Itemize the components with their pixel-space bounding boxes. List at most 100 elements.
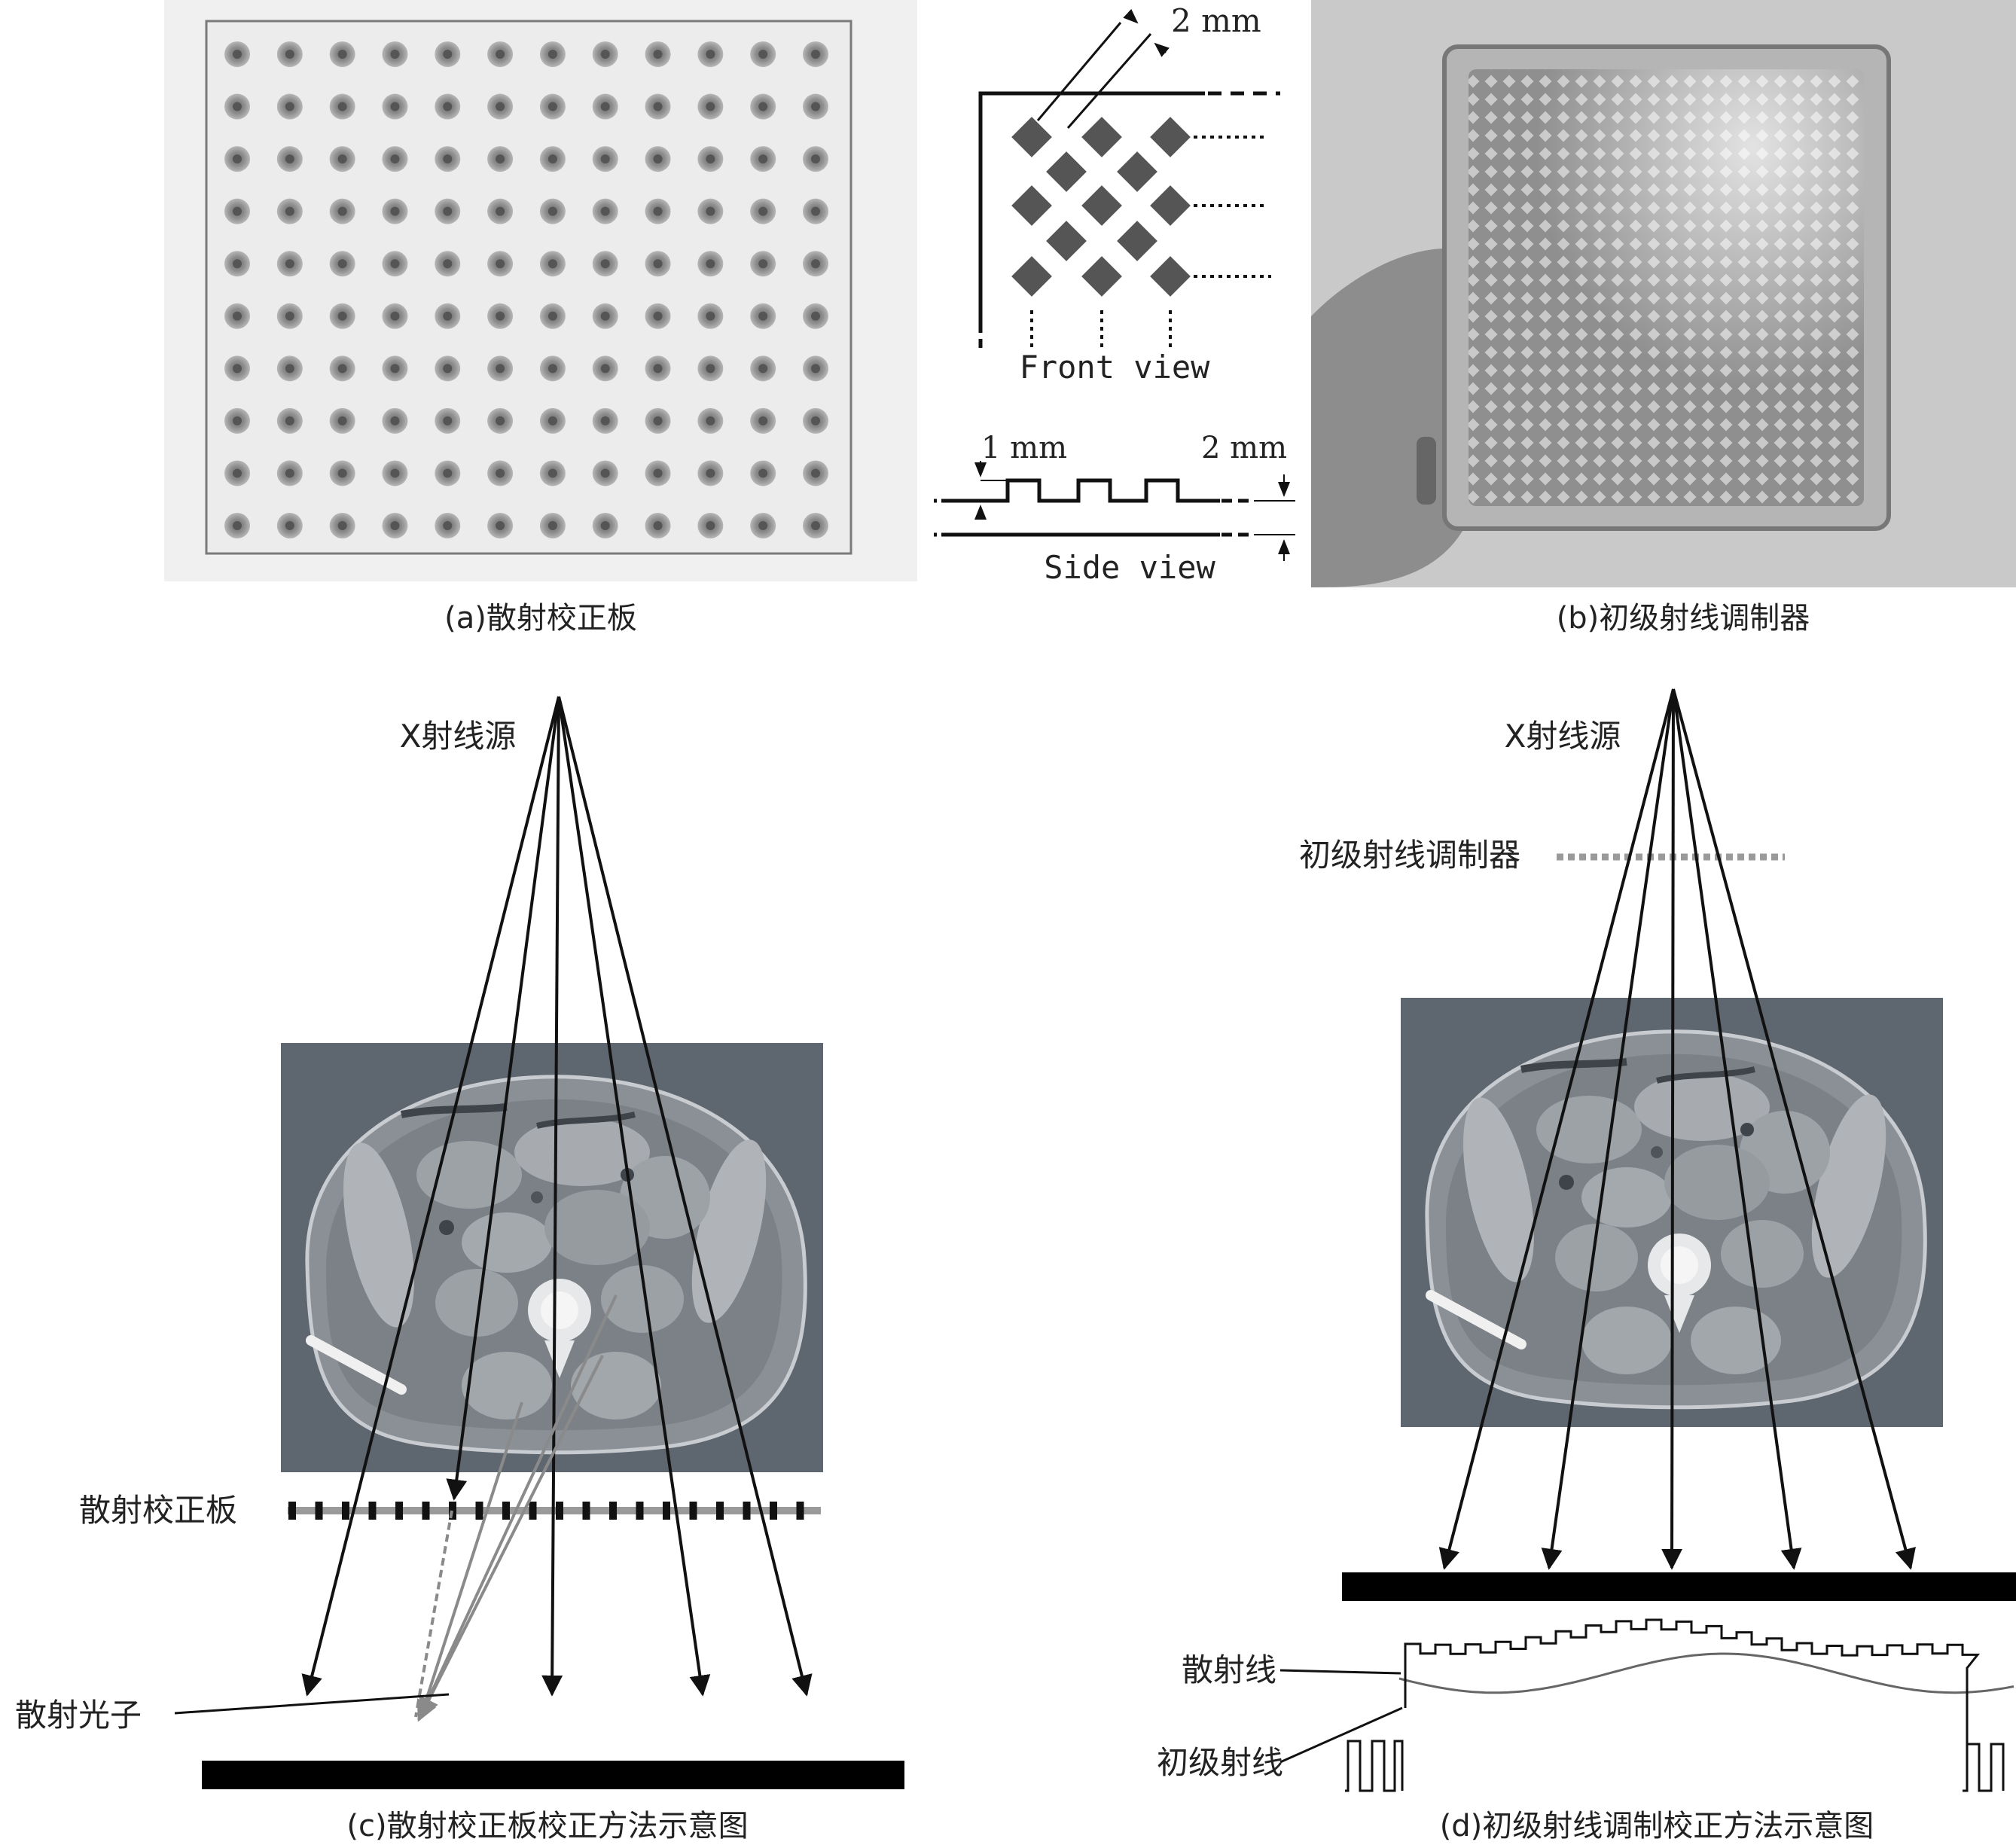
scatter-plate-blocker (743, 1502, 751, 1520)
scatter-plate-dot-center (600, 311, 610, 321)
panel-c: X射线源 散射校正板 散射光子 (c)散射校正板校正方法示意图 (15, 696, 904, 1843)
scatter-plate-blocker (663, 1502, 670, 1520)
scatter-plate-dot-center (337, 102, 347, 111)
scatter-plate-dot-center (337, 311, 347, 321)
dim-side-right-label: 2 mm (1201, 431, 1287, 465)
scatter-plate-dot-center (496, 468, 505, 478)
scatter-plate-dot-center (496, 206, 505, 216)
scatter-plate-dot-center (706, 521, 715, 530)
d-ray-2 (1541, 688, 1675, 1570)
d-primary-pulses-left (1345, 1740, 1404, 1792)
modulator-diamond (1081, 185, 1122, 226)
panel-b-photo: (b)初级射线调制器 (1311, 0, 2016, 636)
scatter-plate-dot-center (547, 102, 557, 111)
c-scatter-ray-3 (416, 1295, 618, 1722)
c-photon-leader (174, 1693, 450, 1715)
scatter-plate-dot-center (233, 50, 242, 59)
scatter-plate-blocker (796, 1502, 804, 1520)
scatter-plate-dot-center (285, 206, 294, 216)
scatter-plate-dot-center (600, 206, 610, 216)
scatter-plate-dot-center (390, 50, 400, 59)
scatter-plate-dot-center (547, 311, 557, 321)
scatter-plate-dot-center (337, 468, 347, 478)
scatter-plate-dot-center (285, 521, 294, 530)
c-ray-1 (301, 696, 560, 1697)
scatter-plate-dot-center (653, 259, 663, 269)
caption-a: (a)散射校正板 (444, 601, 637, 636)
scatter-plate-dot-center (337, 259, 347, 269)
d-primary-leader (1279, 1706, 1403, 1764)
d-ray-4 (1672, 688, 1802, 1570)
scatter-plate-dot-center (547, 416, 557, 425)
modulator-diamond (1150, 256, 1191, 297)
modulator-diamond (1081, 117, 1122, 157)
c-source-label: X射线源 (400, 718, 517, 755)
scatter-plate-dot-center (758, 521, 768, 530)
d-primary-profile (1404, 1618, 1981, 1755)
modulator-diamond (1117, 151, 1157, 192)
scatter-plate-blocker (422, 1502, 430, 1520)
d-primary-rays (1438, 688, 1916, 1570)
caption-c: (c)散射校正板校正方法示意图 (346, 1809, 748, 1843)
ring (1417, 437, 1436, 505)
scatter-plate-dot-center (443, 154, 453, 164)
scatter-plate-blocker (342, 1502, 349, 1520)
scatter-plate-dot-center (706, 416, 715, 425)
scatter-plate-dot-center (390, 364, 400, 374)
scatter-plate-dot-center (600, 364, 610, 374)
scatter-plate-dot-center (758, 364, 768, 374)
scatter-plate-dot-center (811, 521, 820, 530)
scatter-plate-dot-center (811, 206, 820, 216)
scatter-plate-blocker (582, 1502, 590, 1520)
scatter-plate-dot-center (233, 416, 242, 425)
d-scatter-label: 散射线 (1182, 1651, 1276, 1688)
scatter-plate-dot-center (547, 206, 557, 216)
scatter-plate-dot-center (706, 259, 715, 269)
scatter-plate-blocker (609, 1502, 617, 1520)
scatter-plate-blocker (288, 1502, 296, 1520)
scatter-plate-dot-center (706, 154, 715, 164)
scatter-plate-dot-center (285, 154, 294, 164)
scatter-plate-dot-center (285, 50, 294, 59)
modulator-diamond (1011, 256, 1052, 297)
scatter-plate-dot-center (496, 416, 505, 425)
scatter-plate-dot-center (390, 468, 400, 478)
scatter-plate-dot-center (758, 259, 768, 269)
scatter-plate-dot-center (547, 259, 557, 269)
scatter-plate-blocker (475, 1502, 483, 1520)
dim-side-left-label: 1 mm (981, 431, 1067, 465)
front-view-label: Front view (1020, 349, 1211, 386)
scatter-plate-dot-center (653, 468, 663, 478)
scatter-plate-dot-center (600, 102, 610, 111)
scatter-plate-dot-center (496, 102, 505, 111)
scatter-plate-dot-center (443, 364, 453, 374)
d-scatter-leader (1279, 1669, 1401, 1675)
scatter-plate-dot-center (653, 521, 663, 530)
scatter-plate-blocker (502, 1502, 510, 1520)
scatter-plate-blocker (315, 1502, 323, 1520)
scatter-plate-dot-center (600, 468, 610, 478)
scatter-plate-dot-center (233, 521, 242, 530)
scatter-plate-dot-center (811, 50, 820, 59)
scatter-plate-dot-center (443, 521, 453, 530)
scatter-plate-dot-center (233, 311, 242, 321)
scatter-plate-dot-center (233, 468, 242, 478)
scatter-plate-dot-center (443, 311, 453, 321)
side-view-label: Side view (1044, 549, 1215, 586)
d-ray-5 (1672, 688, 1916, 1570)
scatter-plate-dot-center (390, 154, 400, 164)
scatter-plate-dot-center (653, 311, 663, 321)
scatter-plate-dot-center (653, 154, 663, 164)
scatter-plate-dot-center (443, 468, 453, 478)
c-ray-3 (541, 696, 563, 1697)
scatter-plate-dot-center (600, 259, 610, 269)
c-ray-5 (557, 696, 813, 1697)
scatter-plate-blocker (529, 1502, 537, 1520)
scatter-plate-dot-center (653, 50, 663, 59)
scatter-plate-dot-center (285, 102, 294, 111)
dimension-arrow-2 (1154, 42, 1170, 57)
scatter-plate-dot-center (233, 154, 242, 164)
scatter-plate-dot-center (653, 102, 663, 111)
modulator-diamond (1150, 117, 1191, 157)
modulator-diamond (1046, 151, 1087, 192)
